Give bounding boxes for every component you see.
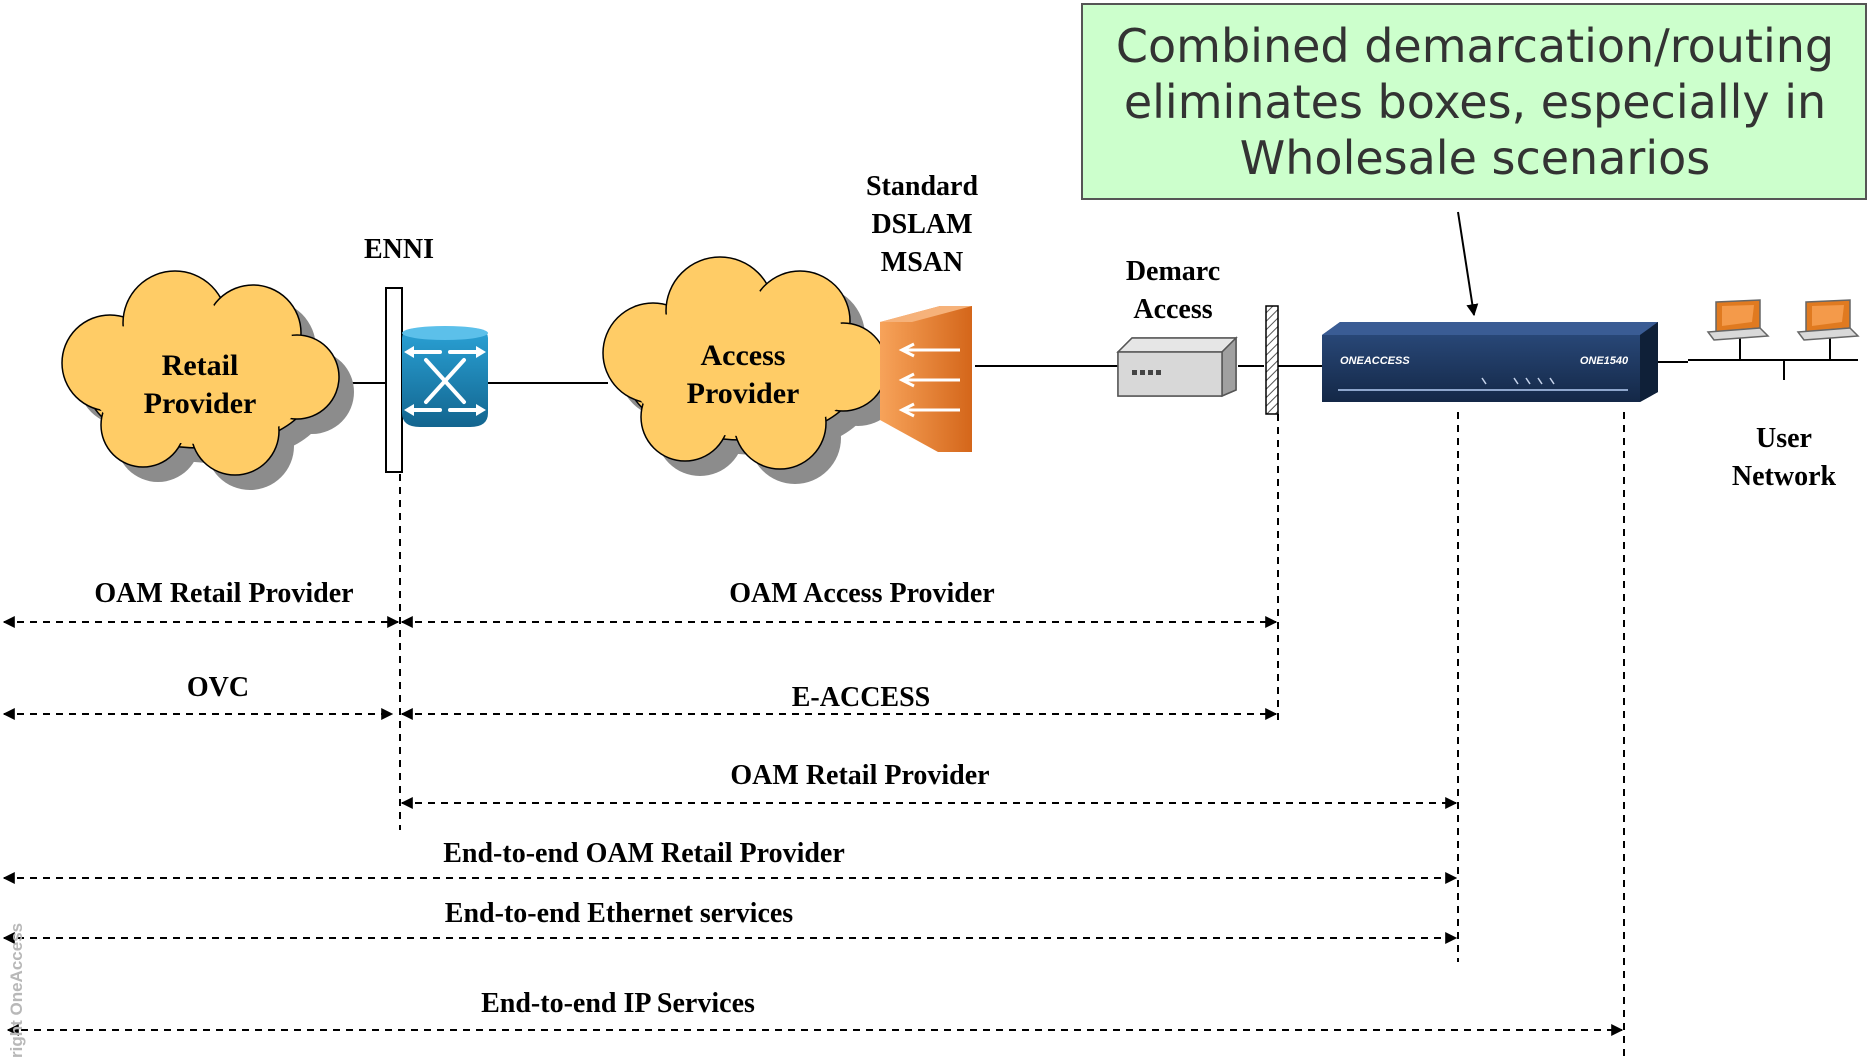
user-network-label-1: User (1756, 423, 1812, 454)
dslam-label-1: Standard (866, 171, 978, 202)
access-provider-cloud: Access Provider (602, 256, 902, 484)
one1540-router-icon: ONEACCESS ONE1540 (1322, 322, 1658, 402)
enni-bar (385, 287, 403, 473)
access-provider-label-1: Access (701, 339, 786, 372)
retail-provider-label-1: Retail (162, 349, 239, 382)
vertical-dashed-lines (399, 412, 1625, 1060)
span-label-e2e-oam: End-to-end OAM Retail Provider (443, 838, 845, 869)
laptop-icon-1 (1706, 299, 1770, 341)
span-label-e-access: E-ACCESS (792, 682, 930, 713)
laptop-icon-2 (1796, 299, 1860, 341)
enni-label: ENNI (364, 234, 434, 265)
span-label-oam-access: OAM Access Provider (729, 578, 994, 609)
switch-icon (402, 326, 488, 427)
callout-line-2: eliminates boxes, especially in (1124, 75, 1826, 129)
span-label-oam-retail-1: OAM Retail Provider (94, 578, 353, 609)
demarc-label-2: Access (1133, 294, 1212, 325)
demarc-hatched-bar (1265, 305, 1279, 415)
demarc-label-1: Demarc (1126, 256, 1220, 287)
retail-provider-cloud: Retail Provider (61, 270, 354, 490)
callout-box (1081, 3, 1867, 200)
access-provider-label-2: Provider (687, 377, 800, 410)
callout: Combined demarcation/routing eliminates … (1081, 3, 1867, 317)
copyright-watermark: right OneAccess (7, 923, 26, 1058)
callout-line-1: Combined demarcation/routing (1116, 19, 1834, 73)
callout-pointer (1457, 211, 1479, 317)
span-label-e2e-eth: End-to-end Ethernet services (445, 898, 794, 929)
router-model: ONE1540 (1580, 355, 1629, 367)
span-label-oam-retail-2: OAM Retail Provider (730, 760, 989, 791)
dslam-label-2: DSLAM (871, 209, 972, 240)
callout-line-3: Wholesale scenarios (1240, 131, 1710, 185)
backbone-links (325, 334, 1858, 384)
demarc-device-icon (1116, 336, 1238, 398)
router-brand: ONEACCESS (1340, 355, 1410, 367)
user-network-label-2: Network (1732, 461, 1837, 492)
dslam-label-3: MSAN (881, 247, 963, 278)
dslam-icon (880, 306, 972, 452)
span-label-ovc: OVC (187, 672, 249, 703)
span-arrows (2, 616, 1624, 1036)
retail-provider-label-2: Provider (144, 387, 257, 420)
span-label-e2e-ip: End-to-end IP Services (481, 988, 755, 1019)
